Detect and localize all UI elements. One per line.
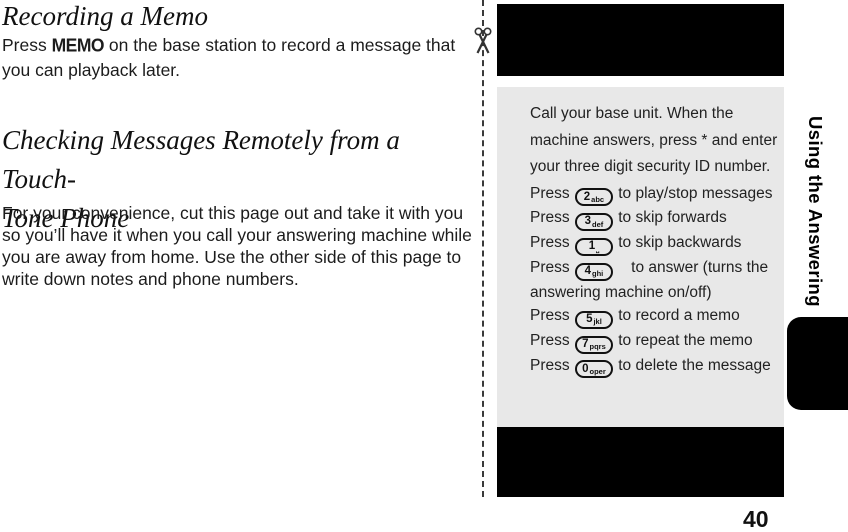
instruction-pre: Press [530,356,574,374]
memo-paragraph-pre: Press [2,35,52,55]
card-intro-text: Call your base unit. When the machine an… [530,105,778,175]
chapter-vertical-label: Using the Answering [805,116,826,307]
page-number: 40 [743,506,769,532]
instruction-post: to answer (turns the answering machine o… [530,258,773,301]
section-heading-checking-messages: Checking Messages Remotely from a Touch-… [2,121,480,238]
cut-dashed-line [482,0,484,497]
key-letters: ⎵ [596,244,600,254]
chapter-tab [787,317,848,410]
key-1-icon: 1⎵ [574,237,613,256]
instruction-pre: Press [530,184,574,202]
key-letters: jkl [593,317,602,327]
memo-paragraph-post: on the base station to record a message … [2,35,456,80]
instruction-post: to skip backwards [613,234,742,251]
instruction-pre: Press [530,209,574,227]
instruction-pre: Press [530,234,574,251]
card-top-black-bar [497,4,784,76]
key-digit: 4 [584,264,592,277]
left-text-column: Recording a Memo Press MEMO on the base … [2,0,478,532]
key-letters: oper [589,366,606,376]
instruction-post: to play/stop messages [613,184,773,202]
memo-key-label: MEMO [51,34,105,56]
key-letters: pqrs [589,342,606,351]
key-letters: def [592,219,604,229]
memo-paragraph: Press MEMO on the base station to record… [2,33,478,83]
section-heading-recording-a-memo: Recording a Memo [2,1,208,31]
key-digit: 5 [586,313,593,325]
instruction-post: to skip forwards [613,209,727,227]
instruction-post: to delete the message [613,356,771,374]
instruction-post: to record a memo [613,307,740,324]
instruction-pre: Press [530,331,574,349]
instruction-post: to repeat the memo [613,331,753,349]
instruction-skip-backwards: Press 1⎵ to skip backwards [530,231,784,256]
instruction-pre: Press [530,258,574,276]
remote-access-card: Call your base unit. When the machine an… [497,87,784,427]
key-digit: 2 [583,190,591,203]
key-digit: 7 [582,337,589,350]
key-digit: 3 [584,215,592,228]
convenience-paragraph: For your convenience, cut this page out … [2,203,472,289]
card-bottom-black-bar [497,427,784,497]
instruction-pre: Press [530,307,574,324]
heading-line-2: Tone Phone [2,203,130,233]
heading-line-1: Checking Messages Remotely from a Touch- [2,125,400,194]
key-digit: 1 [588,240,596,252]
scissors-icon [472,26,494,56]
key-letters: ghi [592,269,604,278]
key-letters: abc [591,194,605,204]
key-digit: 0 [582,362,589,375]
